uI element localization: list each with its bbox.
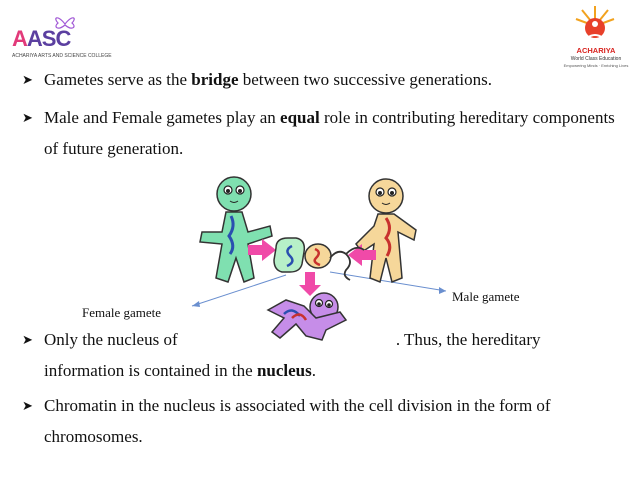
sun-icon [575,6,615,39]
zygote-chromosome-male [291,313,308,321]
bullet-1: ➤ Gametes serve as the bridge between tw… [22,64,617,95]
bullet-arrow-icon: ➤ [22,332,33,347]
achariya-motto: Empowering Minds · Enriching Lives [563,63,629,68]
male-gamete-label: Male gamete [452,289,520,304]
male-arrow [348,244,376,266]
achariya-name: ACHARIYA [576,46,616,55]
female-chromosome [227,215,235,255]
college-logo-mark: AASC [12,26,71,51]
female-arrow [248,239,276,261]
bullet-3: ➤ Only the nucleus of . Thus, the heredi… [22,324,617,386]
male-chromosome [384,217,392,257]
bullet-3-bold: nucleus [256,361,312,380]
bullet-2-bold: equal [280,108,320,127]
male-pointer-line [329,271,447,292]
achariya-logo: ACHARIYA World Class Education Empowerin… [553,2,637,72]
bullet-arrow-icon: ➤ [22,398,33,413]
achariya-tagline: World Class Education [570,56,622,62]
bullet-2: ➤ Male and Female gametes play an equal … [22,102,617,164]
sperm-cell [304,243,365,281]
female-gamete-label: Female gamete [82,305,162,320]
bullet-1-bold: bridge [191,70,239,89]
college-logo: AASC ACHARIYA ARTS AND SCIENCE COLLEGE [8,12,112,64]
college-logo-subtitle: ACHARIYA ARTS AND SCIENCE COLLEGE [12,53,112,59]
bullet-arrow-icon: ➤ [22,72,33,87]
female-pointer-line [191,274,287,307]
bullet-arrow-icon: ➤ [22,110,33,125]
butterfly-icon [55,17,75,29]
male-figure [355,178,417,284]
down-arrow [299,272,321,296]
female-figure [199,176,273,283]
zygote-figure [266,292,348,341]
egg-cell [273,237,306,273]
bullet-4: ➤ Chromatin in the nucleus is associated… [22,390,617,452]
